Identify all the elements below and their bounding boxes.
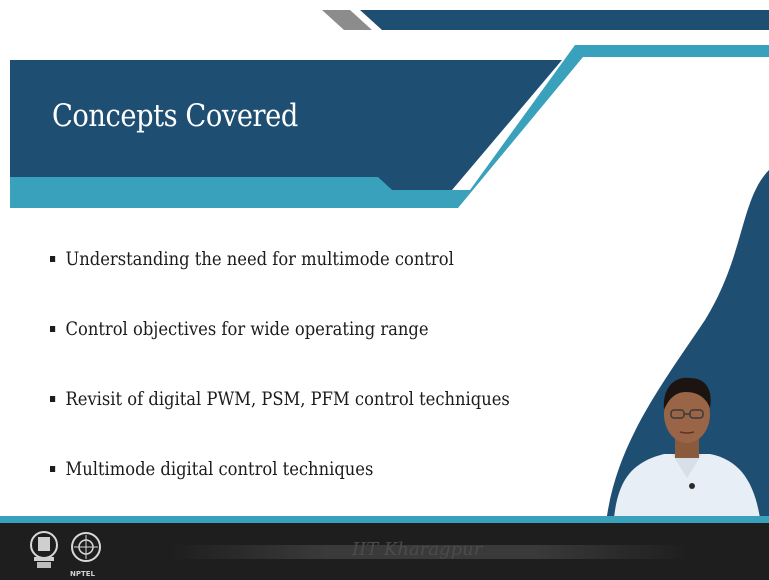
bullet-icon	[50, 466, 56, 472]
title-band	[10, 60, 562, 190]
bullet-icon	[50, 326, 56, 332]
bullet-list: Understanding the need for multimode con…	[50, 248, 585, 528]
title-accent-strip	[10, 45, 769, 208]
bullet-icon	[50, 396, 56, 402]
footer-bar: NPTEL IIT Kharagpur	[0, 523, 769, 580]
bullet-item: Control objectives for wide operating ra…	[50, 318, 510, 388]
bullet-item: Revisit of digital PWM, PSM, PFM control…	[50, 388, 510, 458]
bullet-item: Understanding the need for multimode con…	[50, 248, 510, 318]
footer-band	[170, 545, 690, 559]
presenter-video	[614, 377, 760, 518]
bullet-item: Multimode digital control techniques	[50, 458, 510, 528]
footer-accent-line	[0, 516, 769, 523]
nptel-logo-icon	[71, 532, 101, 562]
footer-institution: IIT Kharagpur	[352, 539, 483, 560]
slide-title: Concepts Covered	[52, 98, 298, 134]
top-grey-tab	[322, 10, 372, 30]
iit-kharagpur-emblem-icon	[30, 531, 58, 568]
top-navy-strip	[360, 10, 769, 30]
nptel-label: NPTEL	[70, 570, 96, 578]
right-wave	[607, 55, 769, 516]
bullet-icon	[50, 256, 56, 262]
